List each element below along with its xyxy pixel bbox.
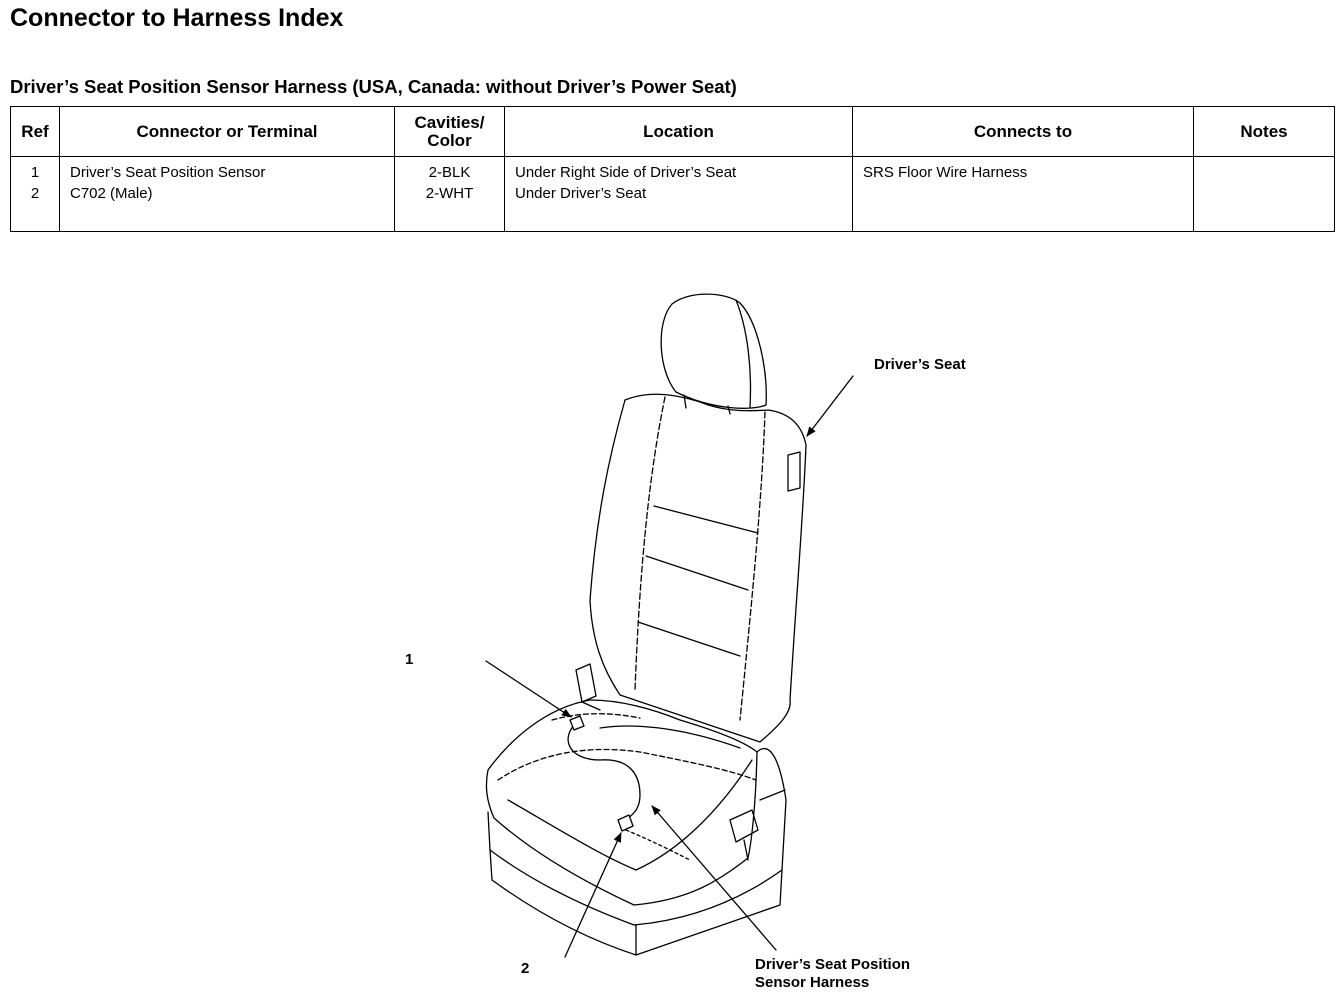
cell-connects-to: SRS Floor Wire Harness bbox=[852, 156, 1194, 232]
row2-connector: C702 (Male) bbox=[70, 184, 153, 202]
row1-connector: Driver’s Seat Position Sensor bbox=[70, 164, 266, 181]
seat-cushion bbox=[485, 699, 758, 906]
section-title: Driver’s Seat Position Sensor Harness (U… bbox=[10, 76, 737, 97]
recline-lever bbox=[575, 663, 601, 711]
callout-harness-line1: Driver’s Seat Position bbox=[755, 956, 911, 973]
callout-harness-line2: Sensor Harness bbox=[755, 974, 870, 991]
cell-location: Under Right Side of Driver’s Seat Under … bbox=[504, 156, 853, 232]
callout-drivers-seat: Driver’s Seat bbox=[874, 356, 966, 373]
header-location: Location bbox=[504, 106, 853, 157]
connector-index-table: Ref Connector or Terminal Cavities/ Colo… bbox=[10, 106, 1335, 232]
header-cavities-line1: Cavities/ bbox=[414, 112, 485, 132]
row2-location: Under Driver’s Seat bbox=[515, 184, 647, 202]
leader-ref1 bbox=[485, 660, 572, 718]
row2-connects-to: SRS Floor Wire Harness bbox=[863, 164, 1028, 181]
callout-ref2: 2 bbox=[521, 960, 530, 977]
sensor-harness-wire bbox=[567, 723, 691, 861]
row1-location: Under Right Side of Driver’s Seat bbox=[515, 164, 737, 181]
cell-cavities: 2-BLK 2-WHT bbox=[394, 156, 505, 232]
table-row: 1 2 Driver’s Seat Position Sensor C702 (… bbox=[10, 156, 1335, 232]
seat-base bbox=[487, 747, 787, 956]
cell-connector: Driver’s Seat Position Sensor C702 (Male… bbox=[59, 156, 395, 232]
callout-harness: Driver’s Seat Position Sensor Harness bbox=[755, 956, 910, 992]
page-title: Connector to Harness Index bbox=[10, 4, 344, 32]
callout-ref1: 1 bbox=[405, 651, 414, 668]
row2-cavities: 2-WHT bbox=[425, 184, 474, 202]
connector-1-icon bbox=[569, 715, 585, 731]
leader-drivers-seat bbox=[806, 375, 854, 437]
header-notes: Notes bbox=[1193, 106, 1335, 157]
leader-harness bbox=[651, 805, 777, 951]
leader-ref2 bbox=[564, 832, 622, 958]
header-connects-to: Connects to bbox=[852, 106, 1194, 157]
header-cavities-line2: Color bbox=[427, 130, 472, 150]
row1-ref: 1 bbox=[30, 164, 40, 181]
cell-notes bbox=[1193, 156, 1335, 232]
seatback bbox=[589, 393, 807, 743]
row1-cavities: 2-BLK bbox=[428, 164, 471, 181]
table-header-row: Ref Connector or Terminal Cavities/ Colo… bbox=[10, 106, 1335, 157]
cell-ref: 1 2 bbox=[10, 156, 60, 232]
connector-2-icon bbox=[617, 814, 634, 832]
row2-ref: 2 bbox=[30, 184, 40, 202]
